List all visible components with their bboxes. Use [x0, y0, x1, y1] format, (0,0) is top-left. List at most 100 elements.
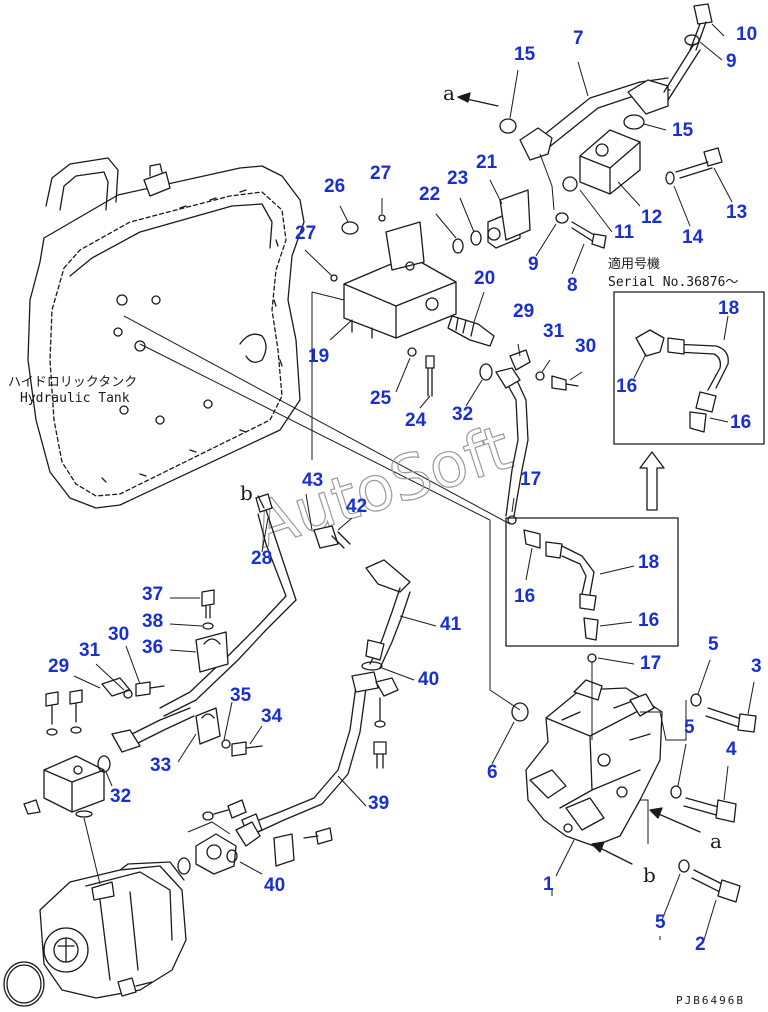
inset-tube-18-upper: [635, 329, 729, 433]
callout-c5b: 5: [684, 717, 695, 738]
main-pump: [39, 861, 187, 999]
inset-tube-18-lower: [523, 529, 599, 641]
o-ring-22: [452, 238, 464, 254]
callout-c8: 8: [567, 275, 578, 296]
callout-c32a: 32: [452, 404, 473, 425]
washer-35: [221, 739, 231, 749]
leader-tank-port-upper: [123, 315, 511, 525]
o-ring-15-top: [499, 118, 517, 134]
flange-40: [177, 799, 333, 875]
callout-c36: 36: [142, 637, 163, 658]
o-ring-27-lower: [330, 274, 338, 282]
ref-letter-a-right: a: [710, 829, 722, 853]
callout-c38: 38: [142, 611, 163, 632]
callout-c43: 43: [302, 470, 323, 491]
callout-c1: 1: [543, 874, 554, 895]
ref-letter-b-left: b: [240, 481, 253, 505]
leader-tank-port-lower: [139, 343, 521, 711]
relief-valve-21: [487, 189, 531, 249]
o-ring-23: [470, 230, 482, 246]
ref-letter-a-top: a: [443, 81, 455, 105]
washer-38: [202, 622, 214, 630]
callout-c26: 26: [324, 176, 345, 197]
flange-12: [579, 129, 641, 195]
washer-5-mid: [670, 785, 682, 799]
callout-c3: 3: [751, 656, 762, 677]
callout-c41: 41: [440, 614, 462, 635]
bolt-24: [425, 355, 435, 369]
callout-c16d: 16: [638, 610, 659, 631]
hose-upper: [495, 349, 531, 517]
washer-9-mid: [555, 212, 569, 224]
drawing-code: PJB6496B: [676, 994, 745, 1007]
tank-label-jp: ハイドロリックタンク: [8, 375, 137, 390]
clamp-29-lower: [101, 677, 131, 697]
o-ring-11: [562, 176, 578, 192]
o-ring-40-upper: [361, 661, 383, 671]
sensor-42: [313, 525, 351, 549]
callout-c9b: 9: [528, 254, 539, 275]
callout-c16a: 16: [616, 376, 637, 397]
washer-31-upper: [535, 371, 545, 381]
callout-c30a: 30: [575, 336, 596, 357]
callout-c19: 19: [308, 346, 329, 367]
callout-c4: 4: [726, 739, 737, 760]
clamp-bolts-39: [373, 677, 399, 769]
o-ring-6: [511, 702, 529, 722]
hose-39: [241, 671, 379, 837]
callout-c24: 24: [405, 410, 427, 431]
washer-31-lower: [123, 689, 133, 699]
bolt-4: [683, 797, 737, 823]
callout-c5a: 5: [708, 634, 719, 655]
leader-19: [311, 291, 345, 460]
callout-c5c: 5: [655, 912, 666, 933]
tank-label-en: Hydraulic Tank: [20, 391, 130, 406]
bolt-10: [689, 3, 713, 51]
callout-c9a: 9: [726, 51, 737, 72]
callout-c7: 7: [573, 28, 584, 49]
arrow-b-right: [595, 845, 633, 865]
callout-c10: 10: [736, 24, 757, 45]
callout-c29b: 29: [48, 656, 69, 677]
callout-c25: 25: [370, 388, 392, 409]
callout-c15b: 15: [672, 120, 694, 141]
bolt-2: [691, 869, 741, 903]
bracket-36: [195, 631, 229, 673]
callout-c39: 39: [368, 793, 389, 814]
callout-c42: 42: [346, 496, 367, 517]
callout-c31a: 31: [543, 321, 565, 342]
arrow-a-right: [653, 811, 701, 833]
callout-c35: 35: [230, 685, 252, 706]
callout-c14: 14: [682, 227, 704, 248]
callout-c13: 13: [726, 202, 747, 223]
o-ring-15-right: [623, 114, 645, 130]
arrow-b-left: [257, 495, 265, 509]
callout-c16b: 16: [730, 412, 751, 433]
bracket-33: [195, 707, 221, 745]
callout-c32b: 32: [110, 786, 131, 807]
serial-note-en: Serial No.36876～: [608, 275, 738, 290]
o-ring-26: [341, 221, 359, 235]
bolt-30-lower: [135, 681, 151, 697]
callout-c33: 33: [150, 755, 171, 776]
o-ring-large: [3, 961, 45, 1007]
callout-c17b: 17: [640, 653, 661, 674]
o-ring-32-lower: [97, 755, 111, 773]
o-ring-32-upper: [479, 363, 493, 381]
washer-9-top: [684, 34, 700, 46]
bolt-30-upper: [551, 375, 567, 391]
washer-14: [665, 171, 675, 185]
hose-left: [111, 707, 195, 753]
callout-c31b: 31: [79, 640, 101, 661]
fitting-20: [447, 315, 495, 347]
callout-c30b: 30: [108, 624, 129, 645]
washer-25: [407, 347, 417, 357]
callout-c27b: 27: [295, 223, 316, 244]
hydraulic-tank: [27, 157, 305, 509]
lower-inset-box: [505, 517, 679, 647]
o-ring-17-upper: [507, 515, 517, 525]
callout-c20: 20: [474, 268, 495, 289]
washer-5-lower: [678, 859, 690, 873]
callout-c37: 37: [142, 584, 163, 605]
